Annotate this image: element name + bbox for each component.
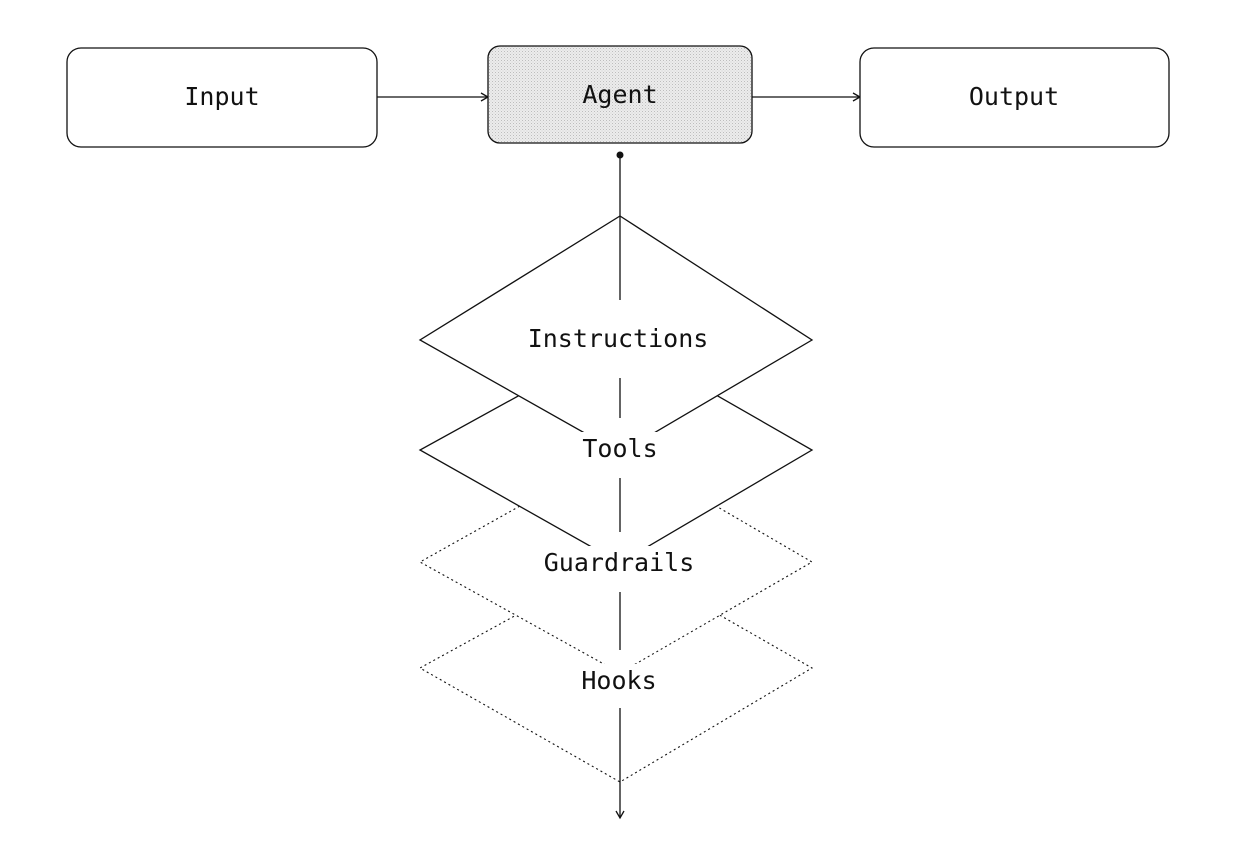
output-node: Output [859, 47, 1170, 148]
agent-box [487, 45, 753, 144]
agent-label: Agent [582, 80, 657, 109]
tools-label-bg [568, 432, 672, 468]
input-label: Input [184, 82, 259, 111]
guardrails-label: Guardrails [544, 548, 695, 577]
tools-label: Tools [582, 434, 657, 463]
output-label: Output [969, 82, 1059, 111]
hooks-label-bg [570, 664, 670, 700]
agent-node: Agent [487, 45, 753, 144]
instructions-label-bg [510, 322, 730, 358]
input-box [66, 47, 378, 148]
hooks-label: Hooks [581, 666, 656, 695]
instructions-label: Instructions [528, 324, 709, 353]
input-node: Input [66, 47, 378, 148]
guardrails-label-bg [528, 546, 712, 582]
output-box [859, 47, 1170, 148]
